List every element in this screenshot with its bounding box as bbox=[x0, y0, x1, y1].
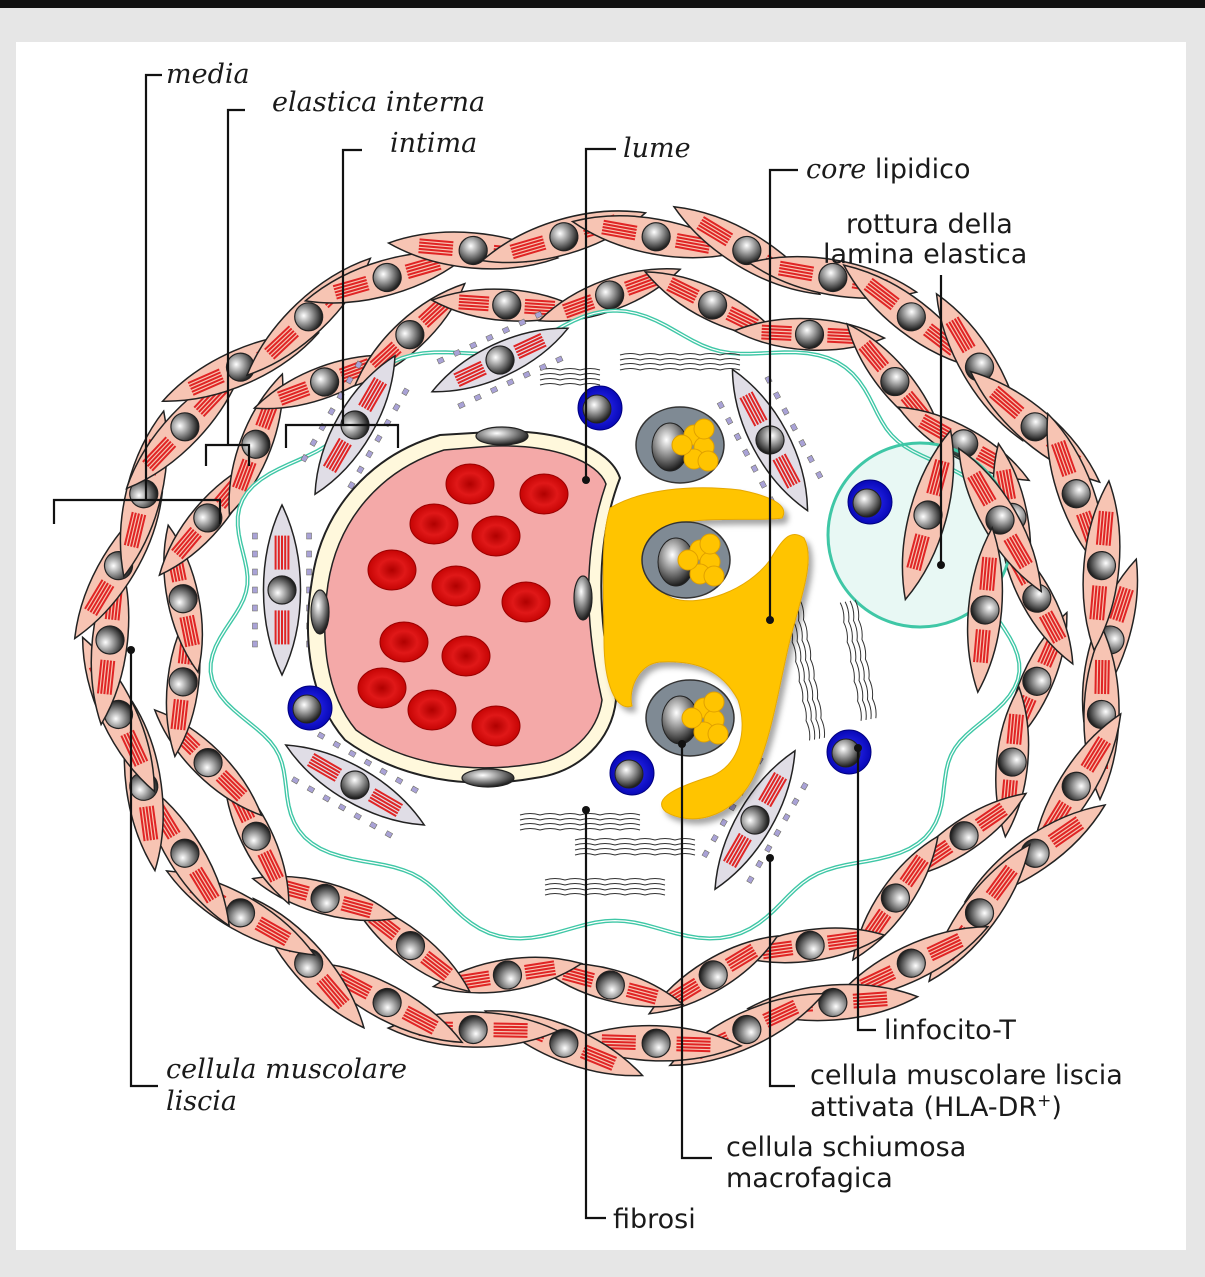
red-blood-cell bbox=[520, 474, 568, 514]
t-lymphocyte bbox=[610, 751, 654, 795]
red-blood-cell bbox=[446, 464, 494, 504]
t-lymphocyte bbox=[578, 386, 622, 430]
label-elastica-interna: elastica interna bbox=[272, 87, 485, 118]
red-blood-cell bbox=[408, 690, 456, 730]
activated-smooth-muscle-cell bbox=[252, 505, 311, 675]
label-fibrosi: fibrosi bbox=[613, 1204, 696, 1235]
foam-cell bbox=[646, 680, 734, 756]
label-media: media bbox=[166, 59, 250, 90]
red-blood-cell bbox=[368, 550, 416, 590]
foam-cell bbox=[642, 522, 730, 598]
t-lymphocyte bbox=[848, 480, 892, 524]
label-rottura-line1: rottura della bbox=[846, 209, 1013, 240]
t-lymphocyte bbox=[827, 730, 871, 774]
red-blood-cell bbox=[380, 622, 428, 662]
t-lymphocyte bbox=[288, 686, 332, 730]
label-schiumosa-line2: macrofagica bbox=[726, 1163, 893, 1194]
red-blood-cell bbox=[432, 566, 480, 606]
red-blood-cell bbox=[502, 582, 550, 622]
red-blood-cell bbox=[442, 636, 490, 676]
red-blood-cell bbox=[410, 504, 458, 544]
label-smc-line1: cellula muscolare bbox=[166, 1054, 407, 1085]
red-blood-cell bbox=[472, 706, 520, 746]
foam-cells bbox=[636, 407, 734, 756]
label-rottura-line2: lamina elastica bbox=[823, 239, 1027, 270]
label-lume: lume bbox=[623, 133, 691, 164]
label-smc-act-line1: cellula muscolare liscia bbox=[810, 1060, 1123, 1091]
label-smc-act-line2: attivata (HLA-DR+) bbox=[810, 1091, 1062, 1123]
label-schiumosa-line1: cellula schiumosa bbox=[726, 1132, 966, 1163]
red-blood-cell bbox=[358, 668, 406, 708]
label-intima: intima bbox=[390, 128, 477, 159]
label-core-lipidico: core lipidico bbox=[806, 154, 971, 185]
label-smc-line2: liscia bbox=[166, 1086, 237, 1117]
foam-cell bbox=[636, 407, 724, 483]
red-blood-cell bbox=[472, 516, 520, 556]
label-linfocito: linfocito-T bbox=[884, 1015, 1016, 1046]
